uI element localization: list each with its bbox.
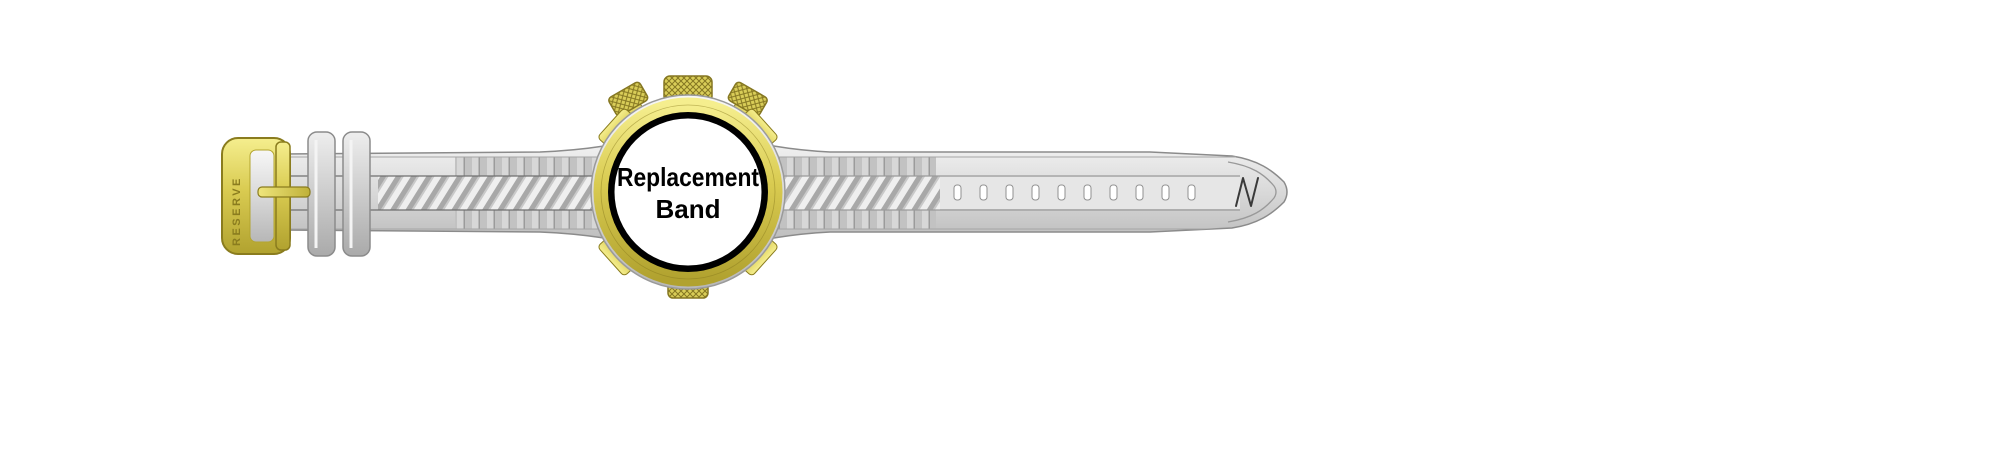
buckle: RESERVE bbox=[221, 137, 311, 255]
watch-case: Replacement Band bbox=[590, 75, 786, 299]
face-label-line2: Band bbox=[656, 194, 721, 224]
strap-holes bbox=[953, 184, 1196, 201]
right-strap bbox=[675, 131, 1288, 253]
buckle-engraving: RESERVE bbox=[231, 176, 243, 246]
right-strap-texture bbox=[700, 156, 1240, 230]
face-label-line1: Replacement bbox=[617, 162, 759, 192]
watch-face bbox=[614, 118, 762, 266]
buckle-prong bbox=[257, 186, 311, 198]
tip-inner-outline bbox=[1227, 161, 1277, 223]
keeper-loop-1 bbox=[307, 131, 336, 257]
keeper-loops bbox=[307, 131, 371, 257]
stitched-logo bbox=[1235, 177, 1259, 207]
keeper-loop-2 bbox=[342, 131, 371, 257]
